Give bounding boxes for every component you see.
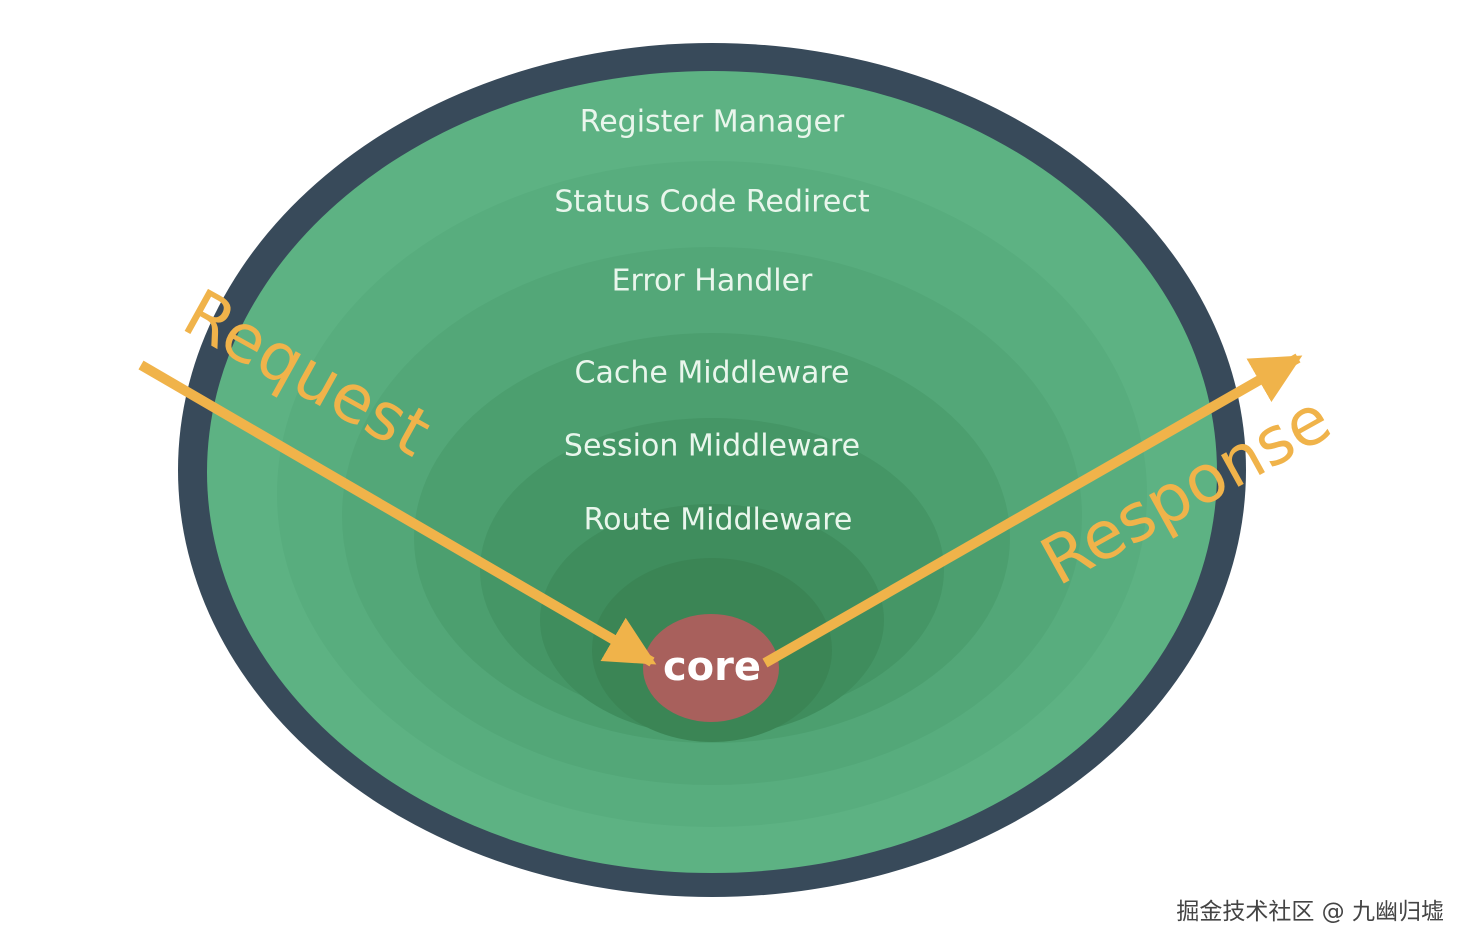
watermark: 掘金技术社区 @ 九幽归墟 [1176,899,1444,925]
layer-label-status-code-redirect: Status Code Redirect [554,185,869,220]
layer-label-session-middleware: Session Middleware [564,429,860,464]
core-label: core [663,644,761,690]
request-arrow [138,360,657,667]
core-node [643,614,779,722]
response-arrow [762,353,1303,668]
layer-label-route-middleware: Route Middleware [584,503,853,538]
layer-label-cache-middleware: Cache Middleware [575,356,850,391]
layer-label-register-manager: Register Manager [580,105,845,140]
layer-label-error-handler: Error Handler [612,264,813,299]
